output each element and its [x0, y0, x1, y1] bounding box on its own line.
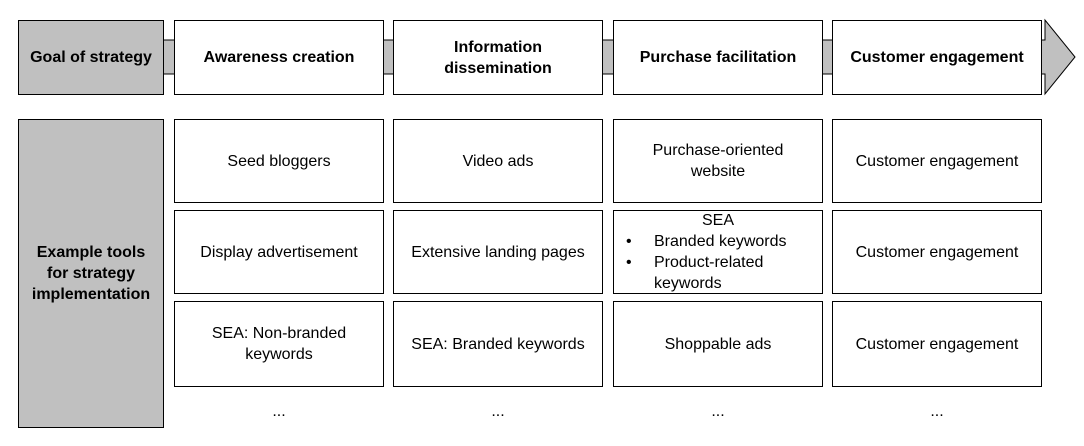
tool-text: SEA: Branded keywords [411, 335, 585, 353]
sea-keyword-item: Product-related keywords [620, 252, 816, 294]
example-tools-text: Example tools for strategy implementatio… [31, 244, 151, 303]
tool-extensive-landing-pages: Extensive landing pages [393, 210, 603, 294]
tool-sea-non-branded: SEA: Non-branded keywords [174, 301, 384, 387]
tool-customer-engagement-2: Customer engagement [832, 210, 1042, 294]
tool-text: Extensive landing pages [411, 243, 585, 261]
tool-text: Seed bloggers [227, 152, 331, 170]
ellipsis: ... [272, 403, 286, 420]
tool-text: Customer engagement [855, 335, 1019, 353]
stage-awareness-creation: Awareness creation [174, 20, 384, 95]
tool-customer-engagement-1: Customer engagement [832, 119, 1042, 203]
tool-text: Video ads [462, 152, 534, 170]
sea-title: SEA [701, 212, 734, 229]
tool-text: Shoppable ads [664, 335, 772, 353]
tool-purchase-oriented-website: Purchase-oriented website [613, 119, 823, 203]
tool-video-ads: Video ads [393, 119, 603, 203]
goal-of-strategy-label: Goal of strategy [18, 20, 164, 95]
sea-keyword-item: Branded keywords [620, 231, 816, 252]
tool-text: Purchase-oriented website [652, 142, 784, 180]
stage-label: Customer engagement [850, 49, 1024, 66]
tool-text: Display advertisement [200, 243, 358, 261]
stage-customer-engagement: Customer engagement [832, 20, 1042, 95]
ellipsis: ... [930, 403, 944, 420]
tool-sea-branded: SEA: Branded keywords [393, 301, 603, 387]
tool-text: Customer engagement [855, 243, 1019, 261]
goal-of-strategy-text: Goal of strategy [30, 49, 152, 66]
tool-customer-engagement-3: Customer engagement [832, 301, 1042, 387]
stage-label: Awareness creation [203, 49, 355, 66]
tool-display-advertisement: Display advertisement [174, 210, 384, 294]
ellipsis: ... [711, 403, 725, 420]
tool-text: SEA: Non-branded keywords [211, 325, 347, 363]
example-tools-label: Example tools for strategy implementatio… [18, 119, 164, 428]
stage-label: Purchase facilitation [639, 49, 797, 66]
tool-shoppable-ads: Shoppable ads [613, 301, 823, 387]
tool-sea-keywords: SEA Branded keywords Product-related key… [613, 210, 823, 294]
stage-information-dissemination: Information dissemination [393, 20, 603, 95]
ellipsis: ... [491, 403, 505, 420]
stage-label: Information dissemination [444, 38, 552, 77]
tool-text: Customer engagement [855, 152, 1019, 170]
stage-purchase-facilitation: Purchase facilitation [613, 20, 823, 95]
sea-keyword-list: Branded keywords Product-related keyword… [620, 231, 816, 294]
tool-seed-bloggers: Seed bloggers [174, 119, 384, 203]
